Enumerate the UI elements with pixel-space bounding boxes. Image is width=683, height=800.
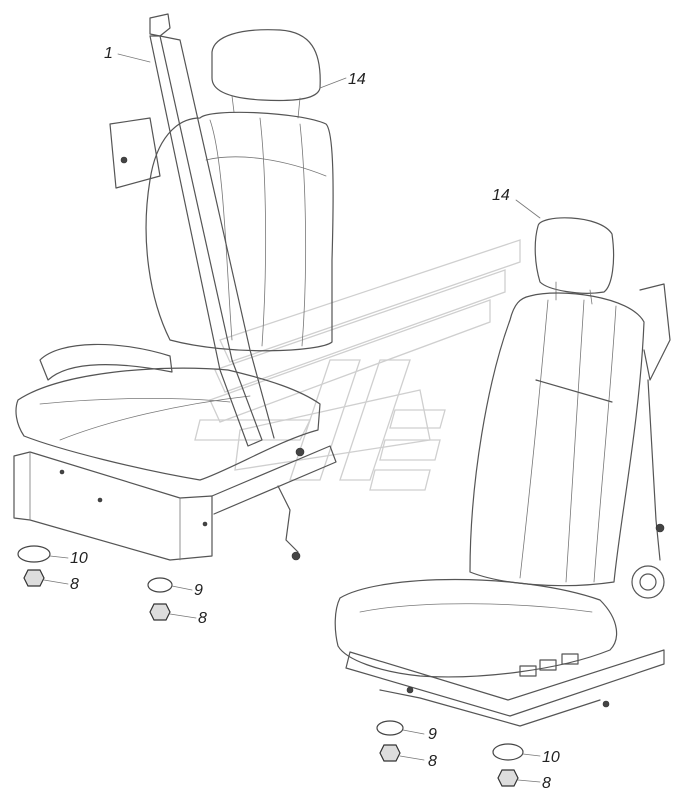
right-seat-cushion (334, 578, 618, 678)
washer-9-right (376, 720, 404, 736)
callout-nut-8-right-a: 8 (428, 753, 437, 770)
callout-washer-10-right: 10 (542, 749, 560, 766)
seat-belt (109, 13, 275, 447)
left-backrest (145, 111, 334, 352)
callout-washer-9-right: 9 (428, 726, 437, 743)
callout-washer-10-left: 10 (70, 550, 88, 567)
right-seat-base (345, 649, 665, 717)
right-headrest (534, 217, 615, 294)
callout-labels: 1 14 14 10 8 9 8 9 8 10 8 (70, 45, 560, 792)
callout-nut-8-left-b: 8 (198, 610, 207, 627)
washer-10-right (492, 743, 524, 761)
right-fasteners (376, 720, 524, 787)
callout-belt: 1 (104, 45, 113, 62)
callout-nut-8-left-a: 8 (70, 576, 79, 593)
left-seat-cushion (15, 367, 321, 481)
callout-nut-8-right-b: 8 (542, 775, 551, 792)
washer-10-left (17, 545, 51, 563)
left-fasteners (17, 545, 173, 621)
washer-9-left (147, 577, 173, 593)
callout-headrest-left: 14 (348, 71, 366, 88)
left-seat (13, 29, 337, 561)
nut-8-left-a (23, 569, 45, 587)
right-seat (334, 217, 671, 727)
callout-washer-9-left: 9 (194, 582, 203, 599)
right-backrest (469, 292, 645, 587)
callout-headrest-right: 14 (492, 187, 510, 204)
nut-8-right-a (379, 744, 401, 762)
nut-8-right-b (497, 769, 519, 787)
watermark-logo (194, 239, 521, 491)
left-headrest (211, 29, 321, 102)
nut-8-left-b (149, 603, 171, 621)
leader-lines (43, 53, 541, 783)
left-seat-base (13, 451, 213, 561)
